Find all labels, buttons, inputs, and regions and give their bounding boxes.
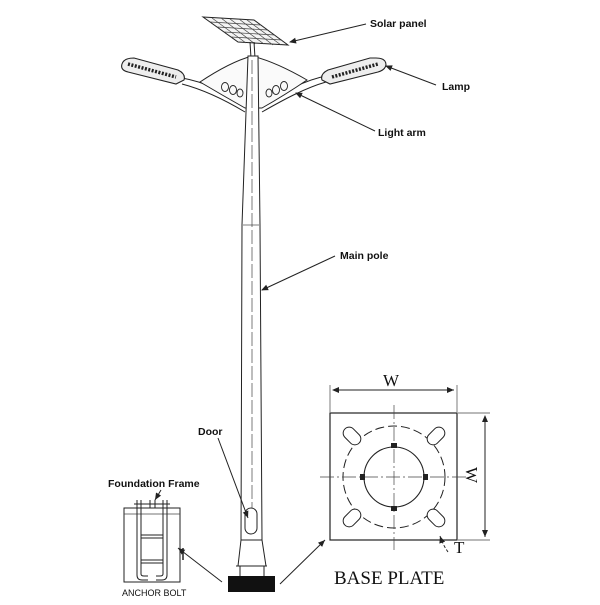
light-arm-label: Light arm — [378, 127, 426, 139]
foundation-frame — [123, 500, 184, 583]
width-dimension-side: W — [462, 467, 481, 484]
foundation-frame-label: Foundation Frame — [108, 478, 200, 490]
anchor-bolt-label: ANCHOR BOLT — [122, 588, 187, 598]
left-lamp — [121, 57, 185, 85]
thickness-dimension: T — [454, 538, 465, 557]
solar-panel — [201, 16, 290, 59]
pole-door — [244, 507, 258, 535]
main-pole-label: Main pole — [340, 250, 389, 262]
solar-panel-label: Solar panel — [370, 18, 427, 30]
pole-base — [228, 539, 275, 592]
dimension-lines — [329, 385, 490, 553]
door-label: Door — [198, 426, 223, 438]
leader-lines — [154, 23, 437, 585]
lamp-label: Lamp — [442, 81, 470, 93]
right-lamp — [321, 57, 387, 85]
base-plate-drawing — [320, 405, 468, 550]
main-pole — [240, 55, 263, 541]
width-dimension-top: W — [383, 371, 400, 390]
base-plate-label: BASE PLATE — [334, 568, 444, 589]
